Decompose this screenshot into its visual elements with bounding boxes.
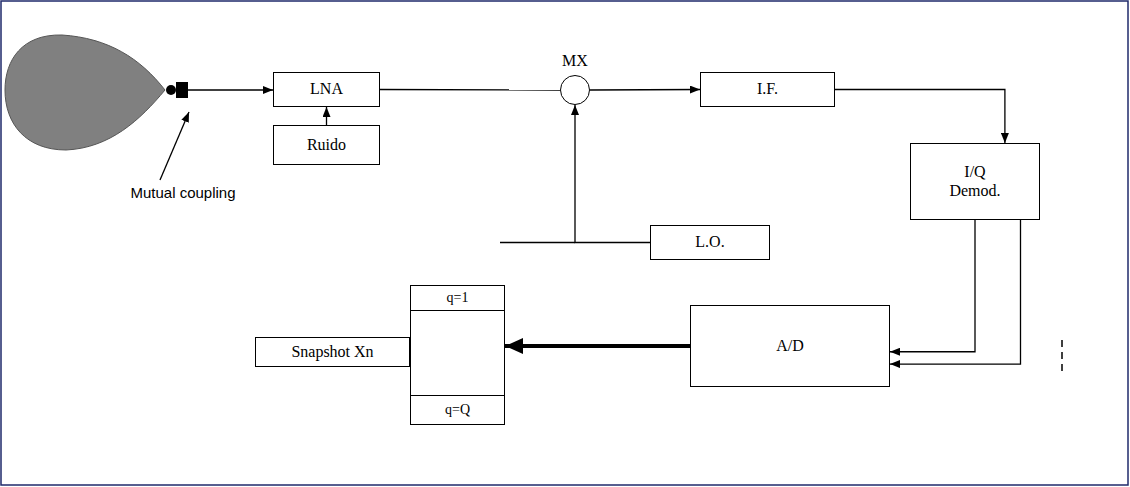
register-cell: q=1 — [411, 286, 504, 311]
node-label: L.O. — [695, 233, 724, 251]
mixer-outline — [560, 75, 590, 105]
node-label: A/D — [776, 337, 804, 355]
register-column: q=1 q=Q — [410, 285, 505, 425]
signal-connector — [835, 90, 1005, 144]
signal-connector — [590, 89, 700, 91]
amplifier-box: LNA — [273, 72, 380, 107]
noise-box: Ruido — [273, 125, 380, 165]
signal-connector — [575, 105, 650, 243]
oscillator-box: L.O. — [650, 225, 770, 260]
signal-connector — [326, 107, 327, 125]
antenna-reflector — [5, 35, 165, 150]
leader-arrow — [160, 112, 189, 180]
node-label: MX — [562, 52, 588, 70]
feed-connector — [176, 82, 188, 98]
mixer-circle: MX — [555, 52, 595, 105]
callout-label: Mutual coupling — [128, 184, 238, 202]
converter-box: A/D — [690, 305, 890, 387]
node-label: Ruido — [307, 136, 346, 154]
signal-connector — [890, 220, 975, 352]
feed-dot — [166, 85, 176, 95]
signal-connector — [380, 89, 560, 91]
node-label: LNA — [310, 80, 343, 98]
snapshot-box: Snapshot Xn — [255, 337, 410, 367]
lo-stub-wire — [500, 242, 575, 243]
signal-connector — [890, 220, 1021, 364]
mixer-symbol — [560, 75, 590, 105]
register-cell: q=Q — [411, 395, 504, 424]
node-label: I/Q Demod. — [943, 163, 1007, 200]
channel-continuation — [1061, 340, 1063, 372]
demodulator-box: I/Q Demod. — [910, 143, 1040, 220]
if-box: I.F. — [700, 72, 835, 107]
signal-connector — [505, 344, 690, 348]
feed-line — [188, 89, 273, 90]
node-label: Snapshot Xn — [291, 343, 373, 361]
node-label: I.F. — [757, 80, 778, 98]
